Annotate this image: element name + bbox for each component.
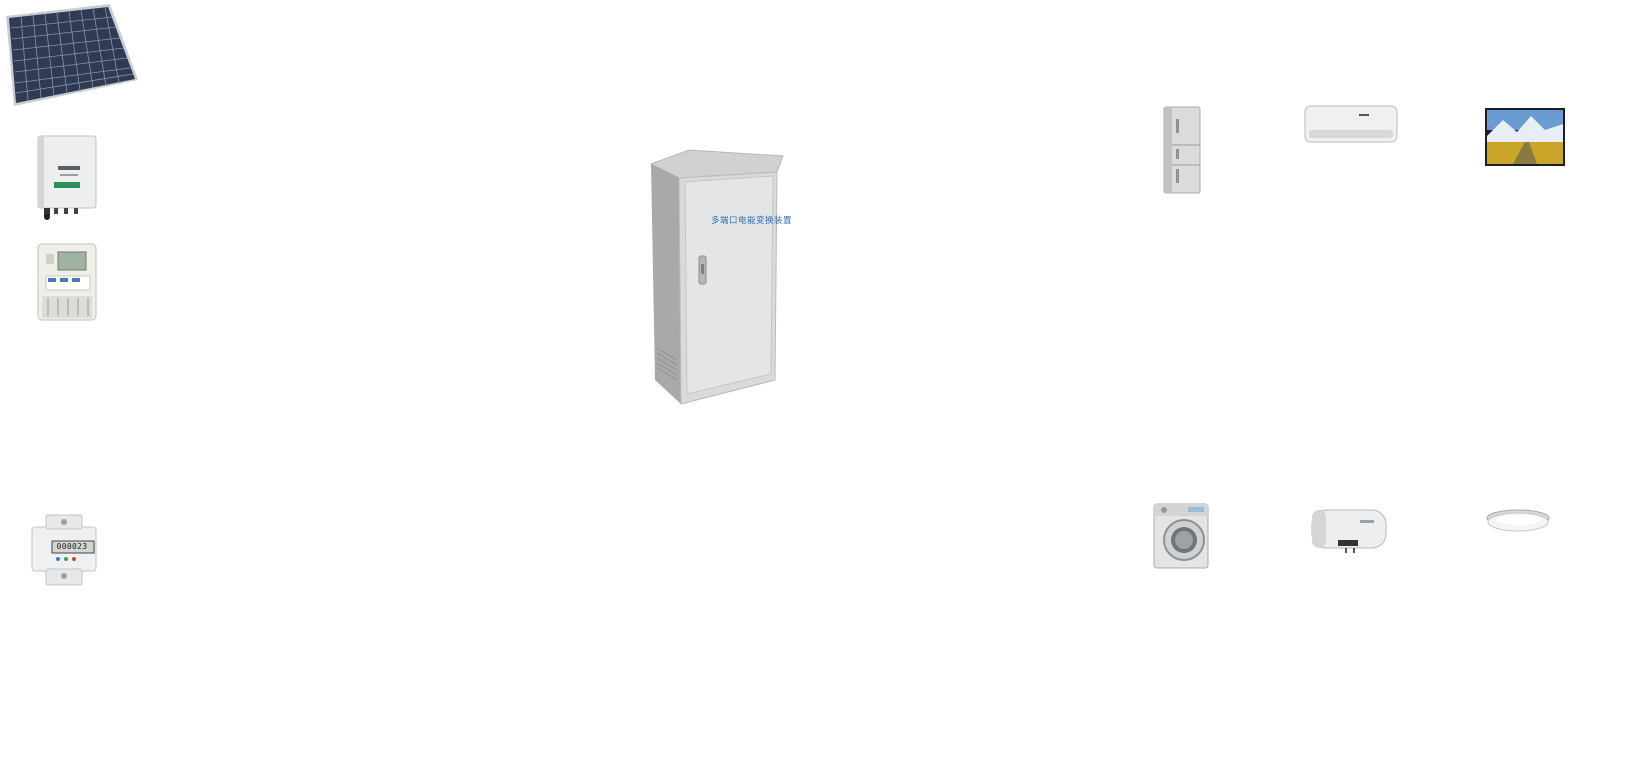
cabinet-icon xyxy=(649,148,785,406)
inverter-icon xyxy=(36,134,98,220)
tv-icon xyxy=(1483,106,1567,168)
ceiling-lamp-icon xyxy=(1485,508,1551,536)
din-meter-icon: 000023 xyxy=(30,513,98,587)
refrigerator-icon xyxy=(1162,105,1202,195)
washing-machine-icon xyxy=(1152,502,1210,570)
din-meter-display: 000023 xyxy=(56,542,88,551)
solar-panel-icon xyxy=(2,2,140,108)
water-heater-icon xyxy=(1310,508,1388,554)
air-conditioner-icon xyxy=(1303,104,1399,146)
meter-icon xyxy=(36,242,98,324)
cabinet-label: 多端口电能变换装置 xyxy=(711,216,793,226)
